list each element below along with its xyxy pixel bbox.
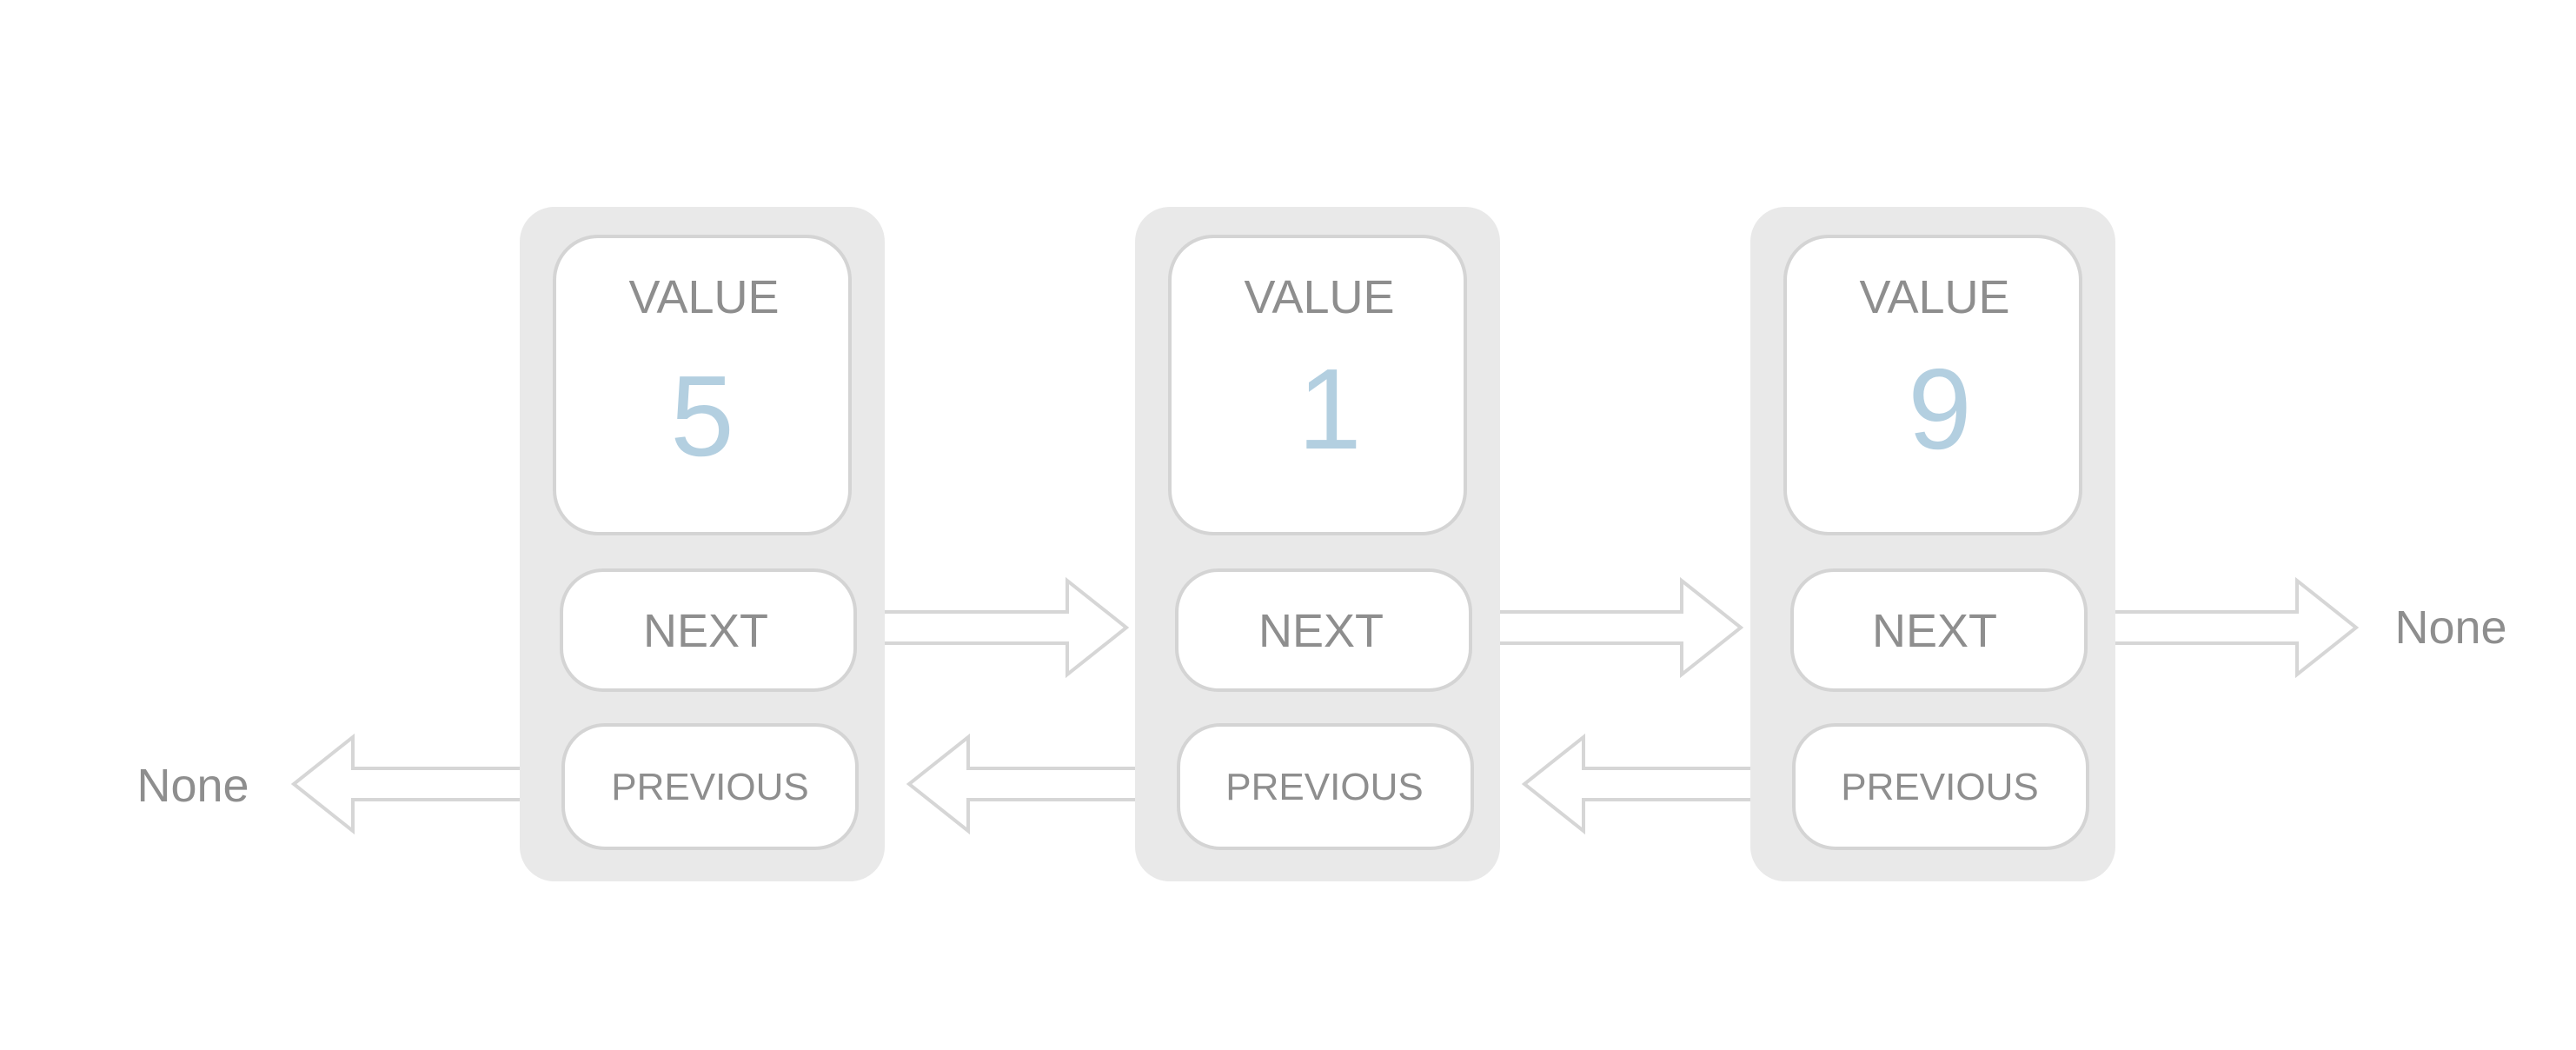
next-box	[1175, 568, 1472, 692]
next-label: NEXT	[643, 605, 768, 657]
value-label: VALUE	[628, 271, 779, 323]
previous-label: PREVIOUS	[611, 766, 808, 808]
previous-label: PREVIOUS	[1841, 766, 2038, 808]
value-box	[1783, 235, 2082, 535]
previous-box	[1792, 723, 2089, 850]
node-value: 9	[1908, 345, 1971, 473]
next-arrow-1	[854, 576, 1130, 679]
value-box	[553, 235, 852, 535]
next-arrow-3	[2084, 576, 2360, 679]
next-box	[560, 568, 857, 692]
node-1: VALUE 5 NEXT PREVIOUS	[520, 207, 885, 881]
node-2: VALUE 1 NEXT PREVIOUS	[1135, 207, 1500, 881]
previous-box	[561, 723, 859, 850]
value-label: VALUE	[1859, 271, 2009, 323]
next-box	[1790, 568, 2088, 692]
next-label: NEXT	[1872, 605, 1997, 657]
tail-next-none-label: None	[2394, 601, 2506, 654]
value-label: VALUE	[1244, 271, 1394, 323]
node-3: VALUE 9 NEXT PREVIOUS	[1750, 207, 2115, 881]
previous-label: PREVIOUS	[1225, 766, 1423, 808]
node-value: 1	[1298, 345, 1361, 473]
next-arrow-2	[1470, 576, 1744, 679]
previous-box	[1177, 723, 1474, 850]
node-value: 5	[670, 352, 734, 480]
next-label: NEXT	[1258, 605, 1384, 657]
head-previous-none-label: None	[136, 760, 249, 812]
value-box	[1168, 235, 1467, 535]
